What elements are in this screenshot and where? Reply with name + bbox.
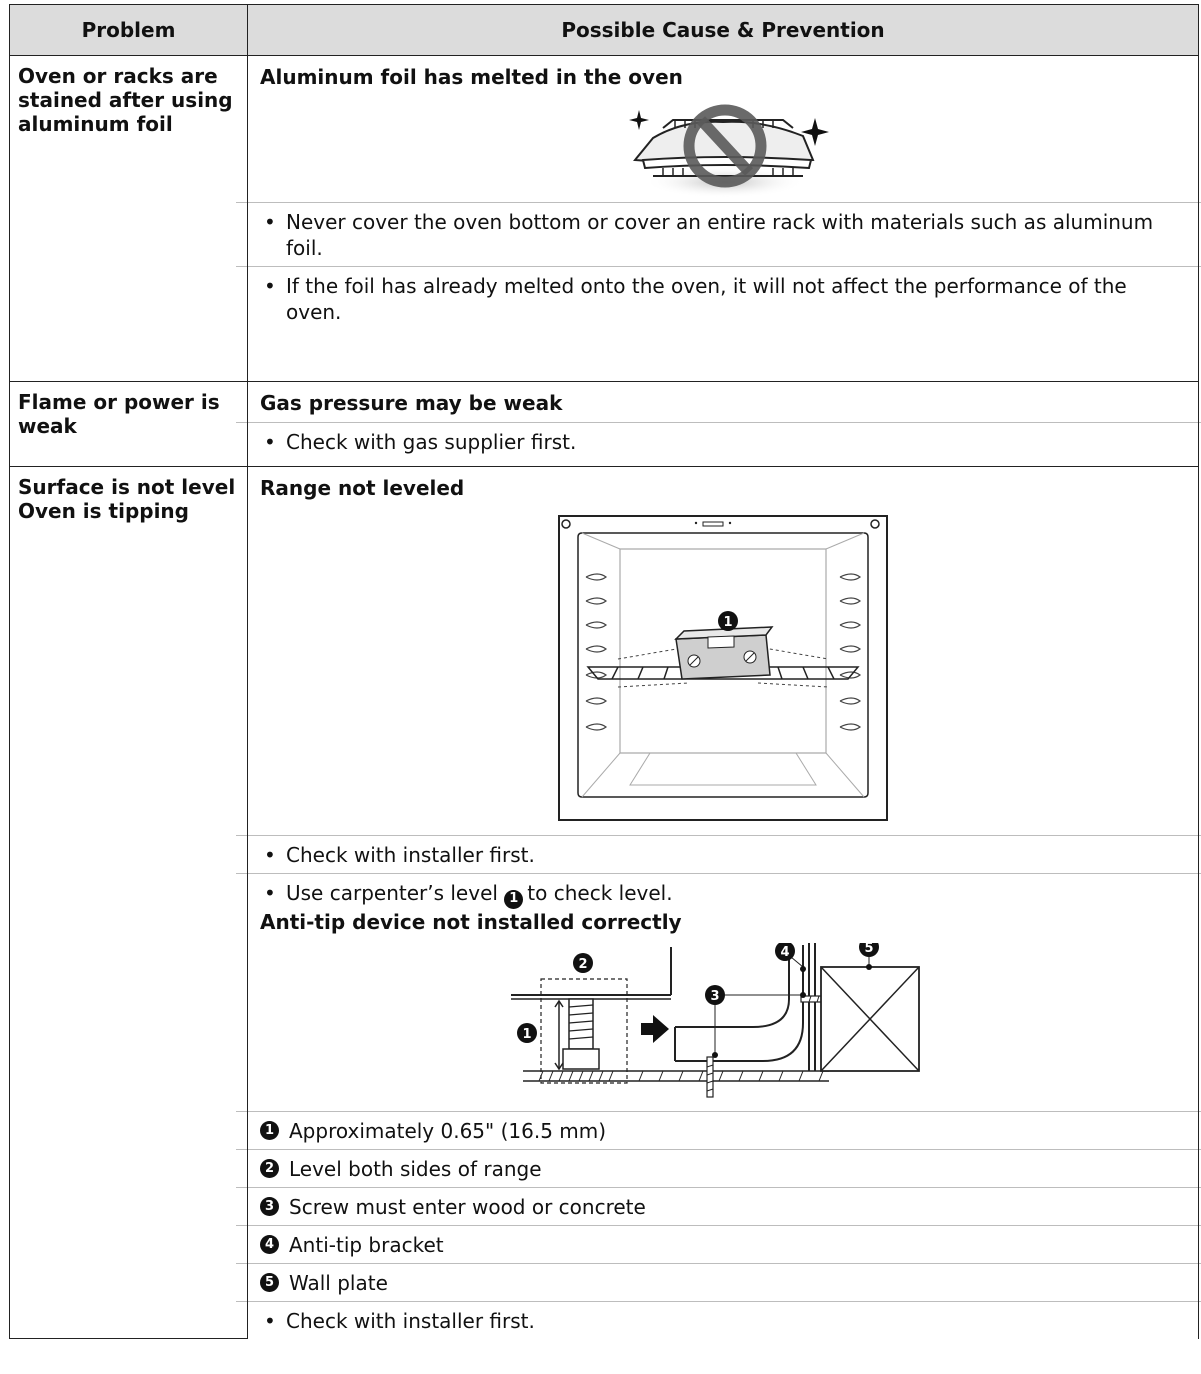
- list-item: • Check with installer first.: [264, 1308, 535, 1333]
- list-item: 1 Approximately 0.65" (16.5 mm): [260, 1112, 1186, 1149]
- header-problem: Problem: [9, 4, 248, 56]
- figure-marker: 4: [780, 945, 789, 960]
- oven-level-illustration: 1: [558, 515, 888, 821]
- list-item: • Check with gas supplier first.: [264, 430, 577, 454]
- list-item: 4 Anti-tip bracket: [260, 1226, 1186, 1263]
- cause-title: Gas pressure may be weak: [260, 391, 563, 415]
- troubleshooting-table: Problem Possible Cause & Prevention Oven…: [9, 4, 1201, 1339]
- cause-title: Anti-tip device not installed correctly: [260, 909, 682, 934]
- table-row: Oven or racks are stained after using al…: [9, 55, 1201, 382]
- cause-title: Aluminum foil has melted in the oven: [260, 65, 683, 89]
- list-item: 5 Wall plate: [260, 1264, 1186, 1301]
- list-item: • Never cover the oven bottom or cover a…: [264, 210, 1154, 260]
- problem-cell: Oven or racks are stained after using al…: [9, 55, 248, 382]
- table-row: Flame or power is weak Gas pressure may …: [9, 381, 1201, 467]
- figure-marker: 3: [710, 989, 719, 1004]
- header-cause: Possible Cause & Prevention: [247, 4, 1199, 56]
- figure-marker: 2: [578, 957, 587, 972]
- list-item: • Check with installer first.: [264, 843, 535, 867]
- cause-title: Range not leveled: [260, 476, 465, 500]
- figure-marker: 1: [723, 615, 732, 630]
- cause-cell: Range not leveled: [236, 466, 1201, 1339]
- list-item: 2 Level both sides of range: [260, 1150, 1186, 1187]
- table-header-row: Problem Possible Cause & Prevention: [9, 4, 1199, 56]
- figure-marker: 5: [864, 943, 873, 956]
- problem-cell: Surface is not level Oven is tipping: [9, 466, 248, 1339]
- marker-1: 1: [504, 889, 524, 909]
- list-item: • If the foil has already melted onto th…: [264, 274, 1127, 324]
- foil-illustration: [629, 104, 829, 198]
- table-row: Surface is not level Oven is tipping Ran…: [9, 466, 1201, 1339]
- cause-cell: Aluminum foil has melted in the oven: [236, 55, 1201, 382]
- list-item: 3 Screw must enter wood or concrete: [260, 1188, 1186, 1225]
- anti-tip-illustration: 2 1 3 4 5: [511, 942, 920, 1098]
- figure-marker: 1: [522, 1027, 531, 1042]
- cause-cell: Gas pressure may be weak • Check with ga…: [236, 381, 1201, 467]
- problem-cell: Flame or power is weak: [9, 381, 248, 467]
